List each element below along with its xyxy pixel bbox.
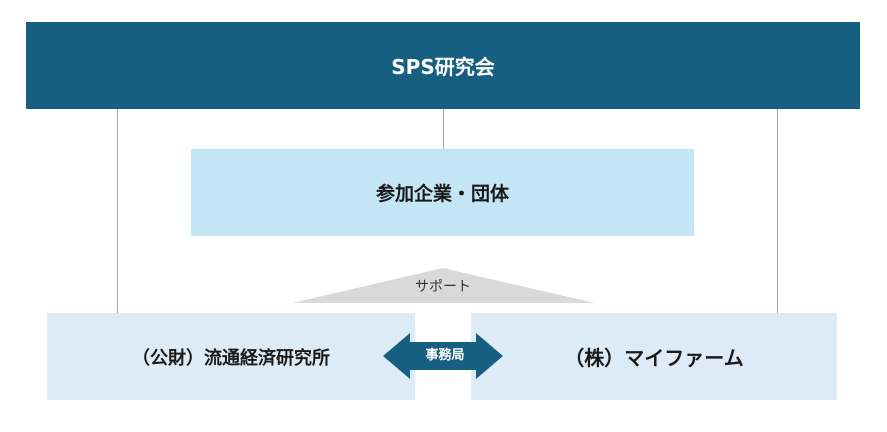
sps-study-group-label: SPS研究会 xyxy=(391,55,495,79)
my-farm-box: （株）マイファーム xyxy=(471,313,837,400)
connector-line-left xyxy=(117,109,118,313)
secretariat-label: 事務局 xyxy=(425,348,465,363)
distribution-institute-label: （公財）流通経済研究所 xyxy=(132,347,330,369)
support-label: サポート xyxy=(415,279,471,295)
distribution-institute-box: （公財）流通経済研究所 xyxy=(47,313,415,400)
connector-line-center xyxy=(443,109,444,149)
participating-companies-label: 参加企業・団体 xyxy=(375,183,509,205)
sps-study-group-box: SPS研究会 xyxy=(26,22,860,109)
participating-companies-box: 参加企業・団体 xyxy=(191,149,694,236)
connector-line-right xyxy=(777,109,778,313)
my-farm-label: （株）マイファーム xyxy=(564,346,744,370)
